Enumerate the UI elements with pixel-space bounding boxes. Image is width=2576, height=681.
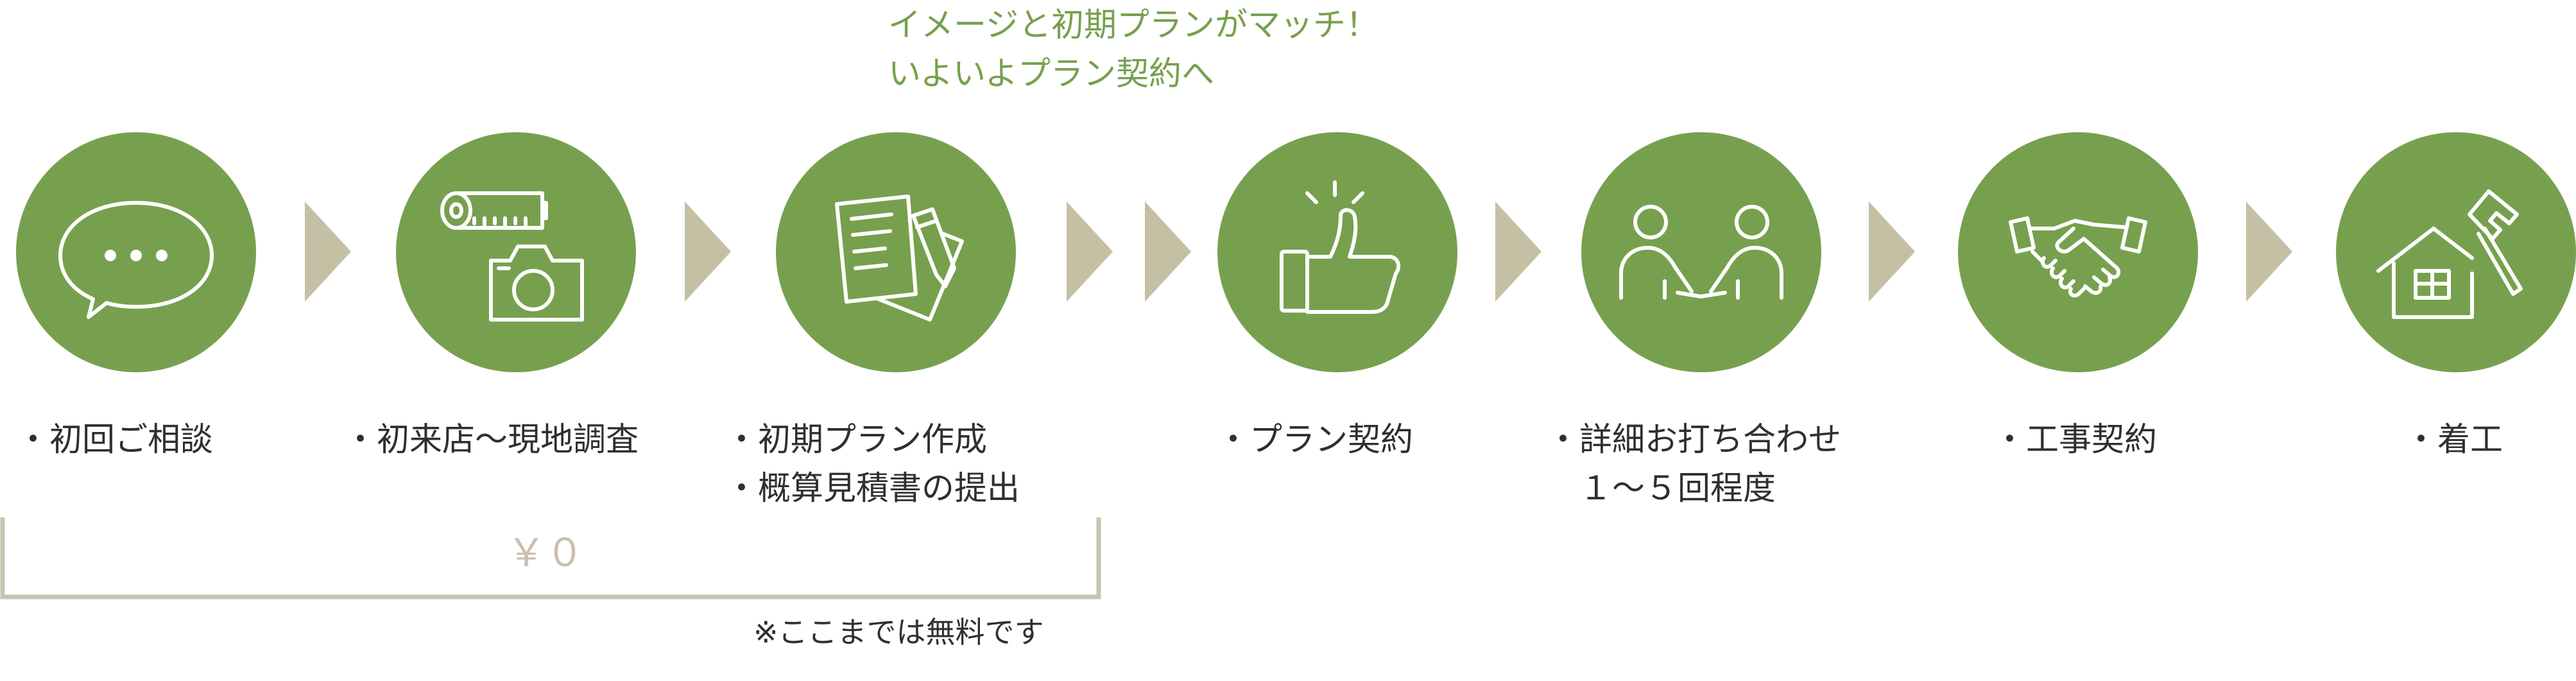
step-6-circle [1958, 132, 2198, 372]
step-3-label: ・初期プラン作成 ・概算見積書の提出 [725, 416, 1020, 513]
arrow-1 [305, 202, 351, 302]
step-1-label: ・初回ご相談 [17, 416, 213, 465]
arrow-3a [1067, 202, 1113, 302]
step-5-label: ・詳細お打ち合わせ １～５回程度 [1547, 416, 1841, 513]
arrow-3b [1145, 202, 1191, 302]
free-note: ※ここまでは無料です [753, 615, 1044, 650]
arrow-6 [2246, 202, 2292, 302]
free-price: ￥０ [507, 531, 584, 576]
step-7-circle [2336, 132, 2576, 372]
documents-pencil-icon [835, 194, 964, 322]
callout-line-2: いよいよプラン契約へ [888, 55, 1214, 93]
step-4-circle [1217, 132, 1457, 372]
house-hammer-icon [2376, 189, 2523, 319]
tape-measure-camera-icon [440, 191, 584, 322]
arrow-5 [1869, 202, 1915, 302]
handshake-icon [2009, 216, 2147, 298]
step-3-circle [776, 132, 1016, 372]
step-5-circle [1581, 132, 1821, 372]
step-7-label: ・着工 [2405, 416, 2503, 465]
step-4-label: ・プラン契約 [1217, 416, 1413, 465]
free-range-bracket [0, 517, 1101, 599]
step-2-label-line-1: ・初来店～現地調査 [344, 421, 639, 459]
step-2-label: ・初来店～現地調査 [344, 416, 639, 465]
arrow-2 [685, 202, 731, 302]
step-5-label-line-2: １～５回程度 [1547, 470, 1776, 508]
step-1-circle [16, 132, 256, 372]
step-7-label-line-1: ・着工 [2405, 421, 2503, 459]
step-5-label-line-1: ・詳細お打ち合わせ [1547, 421, 1842, 459]
thumbs-up-icon [1280, 180, 1401, 314]
callout-line-1: イメージと初期プランがマッチ！ [888, 6, 1378, 44]
step-3-label-line-2: ・概算見積書の提出 [725, 470, 1020, 508]
step-1-label-line-1: ・初回ご相談 [17, 421, 214, 459]
step-2-circle [396, 132, 636, 372]
two-people-handshake-icon [1619, 205, 1783, 300]
callout: イメージと初期プランがマッチ！ いよいよプラン契約へ [888, 1, 1378, 99]
speech-bubble-icon [58, 201, 214, 319]
step-6-label: ・工事契約 [1993, 416, 2157, 465]
arrow-4 [1495, 202, 1541, 302]
step-3-label-line-1: ・初期プラン作成 [725, 421, 988, 459]
step-6-label-line-1: ・工事契約 [1993, 421, 2158, 459]
step-4-label-line-1: ・プラン契約 [1217, 421, 1414, 459]
